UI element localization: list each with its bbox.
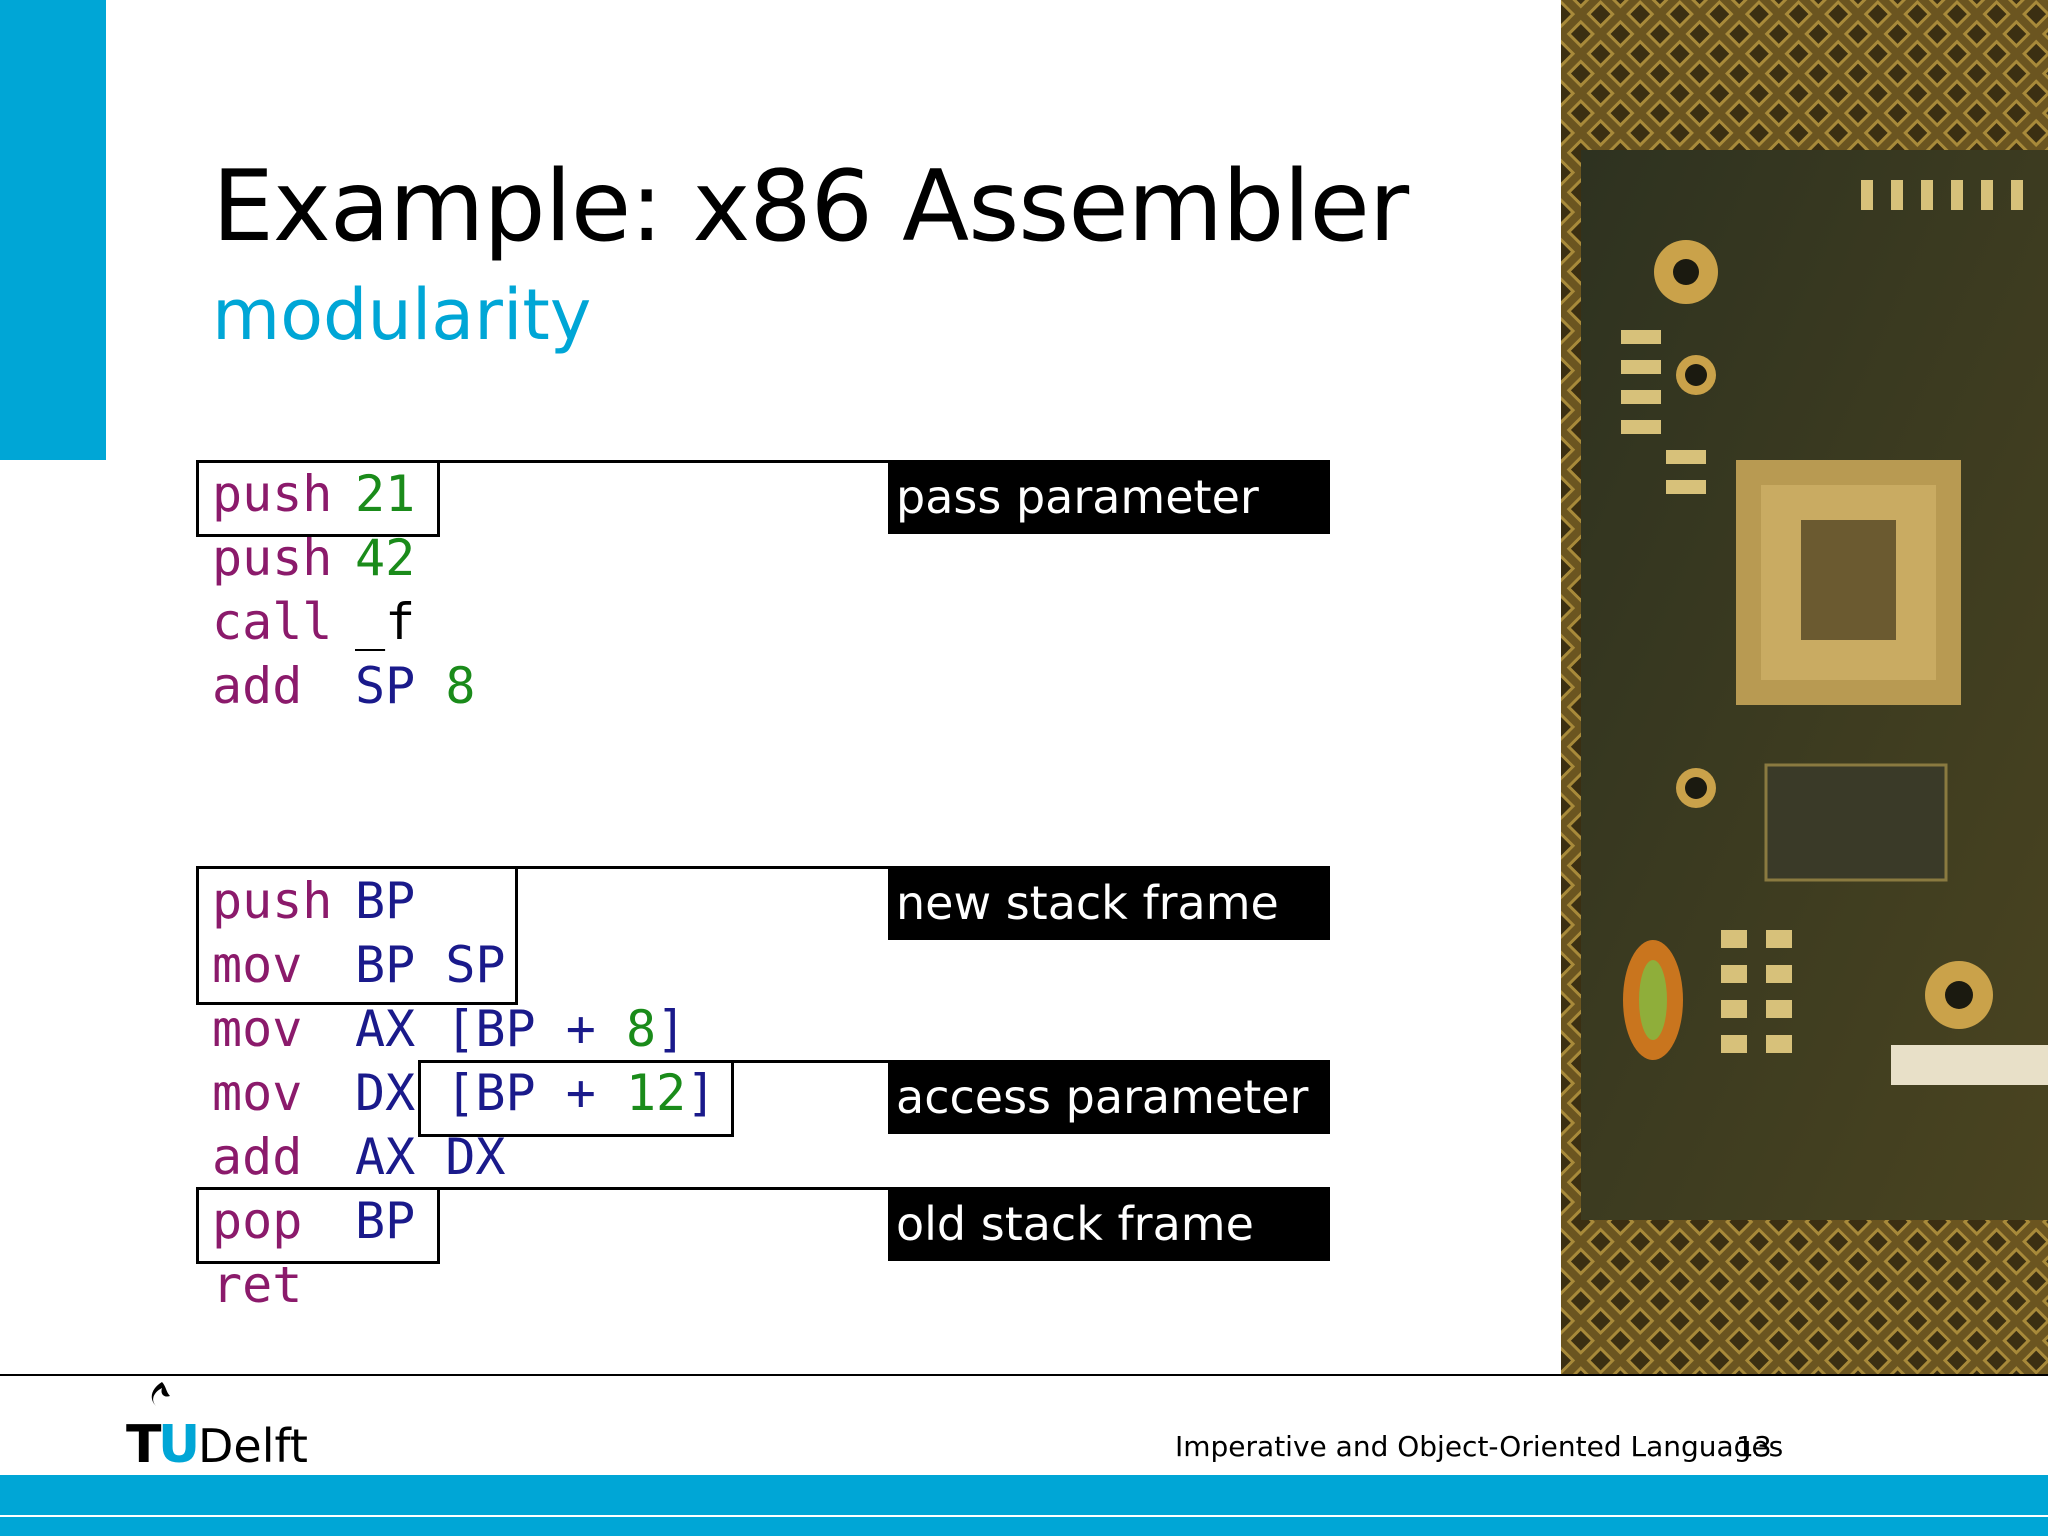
code-line: ret bbox=[212, 1253, 355, 1317]
operand: DX bbox=[445, 1128, 506, 1186]
opcode: push bbox=[212, 465, 333, 523]
opcode: push bbox=[212, 872, 333, 930]
code-line: push BP bbox=[212, 869, 415, 933]
opcode: call bbox=[212, 593, 333, 651]
opcode: ret bbox=[212, 1256, 303, 1314]
operand: 8 bbox=[445, 657, 476, 715]
operand: SP bbox=[445, 936, 506, 994]
code-line: call _f bbox=[212, 590, 415, 654]
svg-text:Delft: Delft bbox=[198, 1419, 308, 1470]
svg-text:U: U bbox=[158, 1415, 200, 1470]
annotation-new-stack-frame: new stack frame bbox=[888, 866, 1330, 940]
slide-title: Example: x86 Assembler bbox=[212, 150, 1409, 264]
opcode: add bbox=[212, 657, 303, 715]
opcode: push bbox=[212, 529, 333, 587]
accent-bar bbox=[0, 0, 106, 460]
code-line: pop BP bbox=[212, 1189, 415, 1253]
opcode: pop bbox=[212, 1192, 303, 1250]
annotation-old-stack-frame: old stack frame bbox=[888, 1187, 1330, 1261]
highlight-box-push-21 bbox=[196, 460, 440, 537]
opcode: mov bbox=[212, 936, 303, 994]
code-line: push 21 bbox=[212, 462, 415, 526]
page-number: 13 bbox=[1736, 1430, 1772, 1463]
opcode: add bbox=[212, 1128, 303, 1186]
course-name: Imperative and Object-Oriented Languages bbox=[1175, 1430, 1784, 1463]
opcode: mov bbox=[212, 1000, 303, 1058]
operand: 21 bbox=[355, 465, 416, 523]
code-line: mov DX [BP + 12] bbox=[212, 1061, 716, 1125]
opcode: mov bbox=[212, 1064, 303, 1122]
footer-stripe bbox=[0, 1515, 2048, 1517]
tu-delft-logo: T U Delft bbox=[126, 1380, 326, 1475]
operand: 42 bbox=[355, 529, 416, 587]
operand: BP bbox=[355, 1192, 416, 1250]
connector-line bbox=[440, 1187, 888, 1190]
connector-line bbox=[734, 1060, 888, 1063]
code-line: mov AX [BP + 8] bbox=[212, 997, 686, 1061]
code-line: push 42 bbox=[212, 526, 415, 590]
memory-operand: [BP + 12] bbox=[445, 1061, 716, 1125]
code-line: add AX DX bbox=[212, 1125, 506, 1189]
footer-divider bbox=[0, 1374, 2048, 1376]
memory-operand: [BP + 8] bbox=[445, 997, 686, 1061]
footer-band bbox=[0, 1475, 2048, 1536]
highlight-box-new-frame bbox=[196, 866, 518, 1005]
svg-text:T: T bbox=[126, 1415, 162, 1470]
connector-line bbox=[518, 866, 888, 869]
offset: 12 bbox=[625, 1064, 687, 1122]
code-line: add SP 8 bbox=[212, 654, 475, 718]
offset: 8 bbox=[625, 1000, 657, 1058]
code-line: mov BP SP bbox=[212, 933, 506, 997]
annotation-pass-parameter: pass parameter bbox=[888, 460, 1330, 534]
highlight-box-pop-bp bbox=[196, 1187, 440, 1264]
operand: SP bbox=[355, 657, 416, 715]
highlight-box-access-param bbox=[418, 1060, 734, 1137]
circuit-board-photo bbox=[1561, 0, 2048, 1374]
operand: BP bbox=[355, 872, 416, 930]
operand: BP bbox=[355, 936, 416, 994]
operand: AX bbox=[355, 1000, 416, 1058]
operand: DX bbox=[355, 1064, 416, 1122]
operand: _f bbox=[355, 593, 416, 651]
slide-subtitle: modularity bbox=[212, 274, 592, 356]
operand: AX bbox=[355, 1128, 416, 1186]
connector-line bbox=[440, 460, 888, 463]
annotation-access-parameter: access parameter bbox=[888, 1060, 1330, 1134]
